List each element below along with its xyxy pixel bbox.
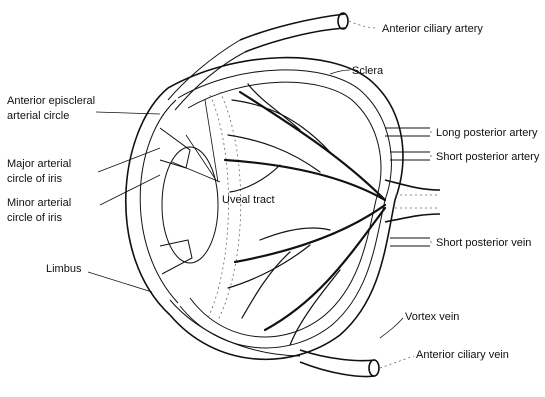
vessel [248, 84, 300, 130]
sclera-inner-line [178, 70, 391, 348]
label-sclera: Sclera [352, 65, 384, 77]
iris-lower [160, 240, 192, 274]
leader-vortex-vein [380, 318, 403, 338]
label-major-arterial-1: Major arterial [7, 158, 71, 170]
lens [162, 147, 218, 263]
anterior-ciliary-vein-branch [170, 300, 300, 356]
label-minor-arterial-1: Minor arterial [7, 197, 71, 209]
label-anterior-episcleral-2: arterial circle [7, 110, 69, 122]
cornea [126, 88, 170, 315]
retinal-vessels [225, 84, 385, 345]
label-anterior-episcleral-1: Anterior episcleral [7, 95, 95, 107]
label-anterior-ciliary-artery: Anterior ciliary artery [382, 23, 483, 35]
anterior-ciliary-vein-vessel [300, 362, 375, 376]
vessel [232, 100, 330, 152]
leader-minor-arterial [100, 175, 160, 205]
sclera-outline [168, 58, 403, 360]
vessel [228, 245, 310, 288]
vessel-cut-end [338, 13, 348, 29]
label-anterior-ciliary-vein: Anterior ciliary vein [416, 349, 509, 361]
optic-nerve-bottom [385, 214, 440, 222]
vessel [230, 165, 280, 192]
vessel [242, 252, 290, 318]
label-minor-arterial-2: circle of iris [7, 212, 63, 224]
cornea-inner [140, 100, 178, 303]
vessel [265, 208, 385, 330]
label-uveal-tract: Uveal tract [222, 194, 275, 206]
label-long-posterior-artery: Long posterior artery [436, 127, 538, 139]
label-short-posterior-vein: Short posterior vein [436, 237, 531, 249]
eye-globe [126, 58, 440, 360]
leader-anterior-episcleral [96, 112, 160, 114]
label-limbus: Limbus [46, 263, 82, 275]
label-major-arterial-2: circle of iris [7, 173, 63, 185]
leader-uveal-tract [205, 100, 218, 182]
leader-sclera [330, 70, 350, 74]
vessel-cut-end [369, 360, 379, 376]
label-vortex-vein: Vortex vein [405, 311, 459, 323]
labels: Anterior ciliary artery Sclera Anterior … [7, 23, 540, 361]
leader-anterior-ciliary-vein [380, 356, 414, 368]
optic-nerve-top [385, 180, 440, 190]
vessel [228, 135, 320, 172]
ciliary-zone-2 [218, 92, 241, 320]
anterior-ciliary-artery-branch [168, 40, 240, 100]
vessel [240, 92, 385, 200]
anterior-ciliary-artery-vessel [245, 28, 345, 52]
leader-limbus [88, 272, 152, 292]
external-vessels [168, 13, 430, 376]
leader-anterior-ciliary-artery [349, 21, 378, 28]
label-short-posterior-artery: Short posterior artery [436, 151, 540, 163]
